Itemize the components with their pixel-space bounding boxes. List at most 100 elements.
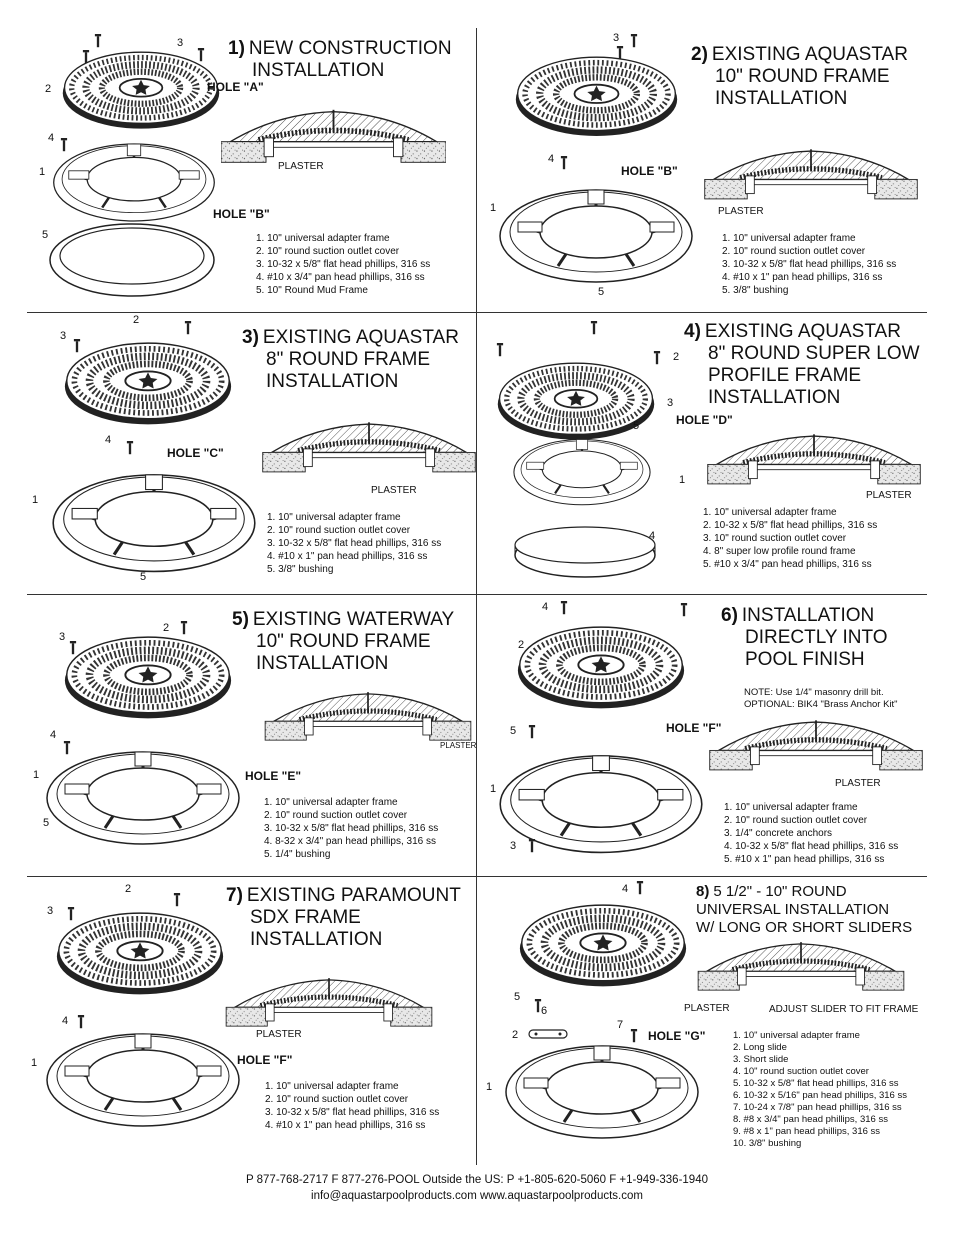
callout: 4 <box>105 434 112 446</box>
callout: 1 <box>490 202 497 214</box>
parts-list: 1. 10" universal adapter frame 2. Long s… <box>733 1030 907 1149</box>
plaster-label: PLASTER <box>371 485 417 496</box>
panel-existing-waterway: 5)EXISTING WATERWAY 10" ROUND FRAME INST… <box>27 595 477 879</box>
screw-icon <box>630 1029 638 1043</box>
screw-icon <box>630 34 638 48</box>
callout: 5 <box>43 817 50 829</box>
callout: 2 <box>163 622 170 634</box>
hole-label: HOLE "B" <box>621 164 678 178</box>
screw-icon <box>560 156 568 170</box>
section-illustration <box>261 417 477 479</box>
callout: 1 <box>490 783 497 795</box>
screw-icon <box>180 621 188 635</box>
parts-list: 1. 10" universal adapter frame 2. 10" ro… <box>267 512 442 575</box>
hole-label: HOLE "F" <box>666 721 722 735</box>
screw-icon <box>82 50 90 64</box>
callout: 6 <box>541 1005 548 1017</box>
screw-icon <box>528 725 536 739</box>
section-illustration <box>686 937 916 997</box>
callout: 5 <box>510 725 517 737</box>
panel-number: 4) <box>684 321 701 342</box>
cover-illustration <box>516 611 686 715</box>
center-divider <box>476 28 477 1165</box>
cover-illustration <box>514 40 679 144</box>
callout: 4 <box>649 530 656 542</box>
panel-number: 2) <box>691 44 708 65</box>
callout: 1 <box>39 166 46 178</box>
panel-number: 1) <box>228 38 245 59</box>
panel-existing-paramount: 7)EXISTING PARAMOUNT SDX FRAME INSTALLAT… <box>27 877 475 1161</box>
callout: 5 <box>514 991 521 1003</box>
panel-new-construction: 1)NEW CONSTRUCTION INSTALLATION HOLE "A"… <box>27 28 475 312</box>
cover-illustration <box>518 889 688 993</box>
section-illustration <box>221 973 437 1033</box>
panel-number: 8) <box>696 883 710 900</box>
screw-icon <box>60 138 68 152</box>
screw-icon <box>680 603 688 617</box>
plaster-label: PLASTER <box>256 1029 302 1040</box>
screw-icon <box>590 321 598 335</box>
screw-icon <box>77 1015 85 1029</box>
callout: 4 <box>48 132 55 144</box>
low-profile-frame-illustration <box>514 526 656 578</box>
callout: 3 <box>613 32 620 44</box>
panel-number: 5) <box>232 609 249 630</box>
panel-title: 3)EXISTING AQUASTAR 8" ROUND FRAME INSTA… <box>242 327 459 392</box>
callout: 4 <box>62 1015 69 1027</box>
callout: 2 <box>125 883 132 895</box>
callout: 4 <box>542 601 549 613</box>
panel-title: 7)EXISTING PARAMOUNT SDX FRAME INSTALLAT… <box>226 885 461 950</box>
panel-title: 2)EXISTING AQUASTAR 10" ROUND FRAME INST… <box>691 44 908 109</box>
callout: 3 <box>667 397 674 409</box>
parts-list: 1. 10" universal adapter frame 2. 10-32 … <box>703 507 878 570</box>
footer-contact: info@aquastarpoolproducts.com www.aquast… <box>311 1190 643 1202</box>
callout: 3 <box>60 330 67 342</box>
panel-title: 6)INSTALLATION DIRECTLY INTO POOL FINISH <box>721 605 888 670</box>
screw-icon <box>63 741 71 755</box>
hole-label: HOLE "D" <box>676 413 733 427</box>
hole-label: HOLE "F" <box>237 1053 293 1067</box>
callout: 3 <box>510 840 517 852</box>
frame-illustration <box>512 438 652 507</box>
row-divider-2 <box>27 594 927 595</box>
plaster-label: PLASTER <box>440 741 477 750</box>
callout: 4 <box>622 883 629 895</box>
callout: 3 <box>47 905 54 917</box>
panel-existing-aquastar-10: 2)EXISTING AQUASTAR 10" ROUND FRAME INST… <box>478 28 926 312</box>
drill-note: NOTE: Use 1/4" masonry drill bit. OPTION… <box>744 687 898 710</box>
screw-icon <box>73 339 81 353</box>
frame-illustration <box>45 750 241 846</box>
callout: 4 <box>50 729 57 741</box>
screw-icon <box>528 839 536 853</box>
callout: 5 <box>140 571 147 583</box>
callout: 5 <box>598 286 605 298</box>
parts-list: 1. 10" universal adapter frame 2. 10" ro… <box>264 797 439 860</box>
frame-illustration <box>45 1032 241 1128</box>
hole-label: HOLE "A" <box>207 80 264 94</box>
frame-illustration <box>51 473 257 574</box>
footer-phone: P 877-768-2717 F 877-276-POOL Outside th… <box>245 1174 708 1186</box>
mud-frame-illustration <box>49 223 215 297</box>
row-divider-1 <box>27 312 927 313</box>
panel-number: 6) <box>721 605 738 626</box>
plaster-label: PLASTER <box>835 778 881 789</box>
frame-illustration <box>52 142 216 223</box>
hole-label: HOLE "G" <box>648 1029 706 1043</box>
callout: 1 <box>31 1057 38 1069</box>
panel-existing-aquastar-super-low: 4)EXISTING AQUASTAR 8" ROUND SUPER LOW P… <box>478 313 926 597</box>
hole-label: HOLE "E" <box>245 769 302 783</box>
callout: 1 <box>486 1081 493 1093</box>
panel-title: 4)EXISTING AQUASTAR 8" ROUND SUPER LOW P… <box>684 321 920 408</box>
screw-icon <box>636 881 644 895</box>
screw-icon <box>69 641 77 655</box>
plaster-label: PLASTER <box>278 161 324 172</box>
screw-icon <box>496 343 504 357</box>
screw-icon <box>94 34 102 48</box>
frame-illustration <box>498 188 694 284</box>
screw-icon <box>653 351 661 365</box>
plaster-label: PLASTER <box>684 1003 730 1014</box>
callout: 4 <box>548 153 555 165</box>
hole-label: HOLE "B" <box>213 207 270 221</box>
section-illustration <box>696 144 926 206</box>
callout: 2 <box>518 639 525 651</box>
